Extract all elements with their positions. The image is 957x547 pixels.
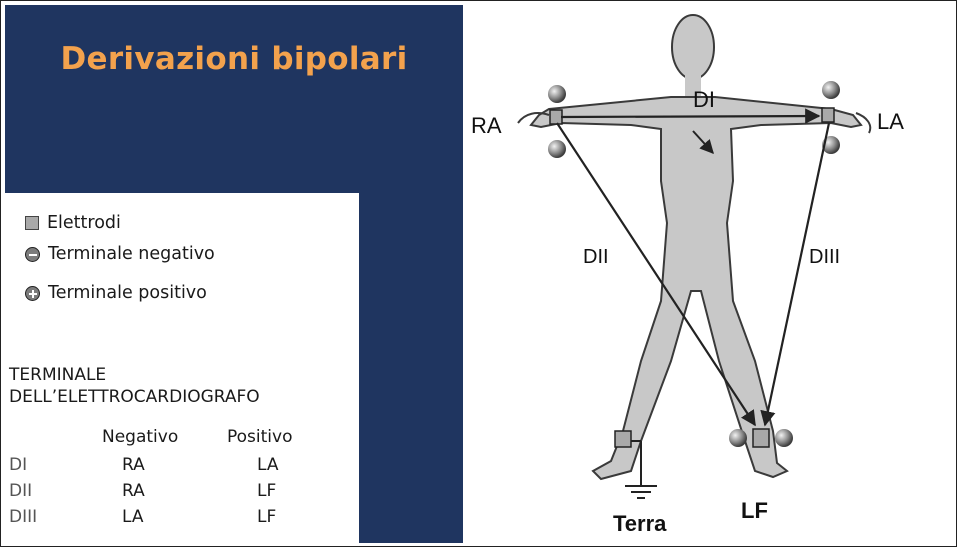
label-ground: Terra (613, 511, 667, 536)
electrode-ra (550, 110, 562, 124)
label-lead-di: DI (693, 87, 715, 112)
table-cell-negative: RA (122, 455, 145, 475)
lead-di-arrow (561, 116, 819, 117)
legend-panel: Elettrodi Terminale negativo Terminale p… (5, 193, 359, 543)
positive-terminal-icon (25, 286, 40, 301)
legend-label: Terminale negativo (48, 244, 215, 264)
table-cell-negative: LA (122, 507, 144, 527)
legend-item-positive: Terminale positivo (25, 283, 207, 303)
label-lf: LF (741, 498, 768, 523)
legend-item-negative: Terminale negativo (25, 244, 215, 264)
table-row-lead: DIII (9, 507, 37, 527)
column-header-positive: Positivo (227, 427, 292, 447)
table-cell-positive: LA (257, 455, 279, 475)
electrode-lf (753, 429, 769, 447)
label-la: LA (877, 109, 904, 134)
electrode-square-icon (25, 216, 39, 230)
terminal-ball-icon (729, 429, 747, 447)
label-lead-dii: DII (583, 246, 609, 268)
table-row-lead: DII (9, 481, 32, 501)
table-cell-positive: LF (257, 507, 276, 527)
einthoven-triangle-diagram: RA LA DI DII DIII LF Terra (463, 5, 953, 543)
legend-label: Elettrodi (47, 213, 121, 233)
label-ra: RA (471, 113, 502, 138)
table-cell-negative: RA (122, 481, 145, 501)
table-heading-line2: DELL’ELETTROCARDIOGRAFO (9, 387, 260, 407)
legend-item-electrodes: Elettrodi (25, 213, 121, 233)
table-cell-positive: LF (257, 481, 276, 501)
terminal-ball-icon (775, 429, 793, 447)
terminal-ball-icon (548, 85, 566, 103)
electrode-ground (615, 431, 631, 447)
lead-diii-arrow (765, 123, 829, 425)
electrode-la (822, 108, 834, 122)
column-header-negative: Negativo (102, 427, 178, 447)
terminal-ball-icon (822, 81, 840, 99)
table-row-lead: DI (9, 455, 27, 475)
slide-title: Derivazioni bipolari (5, 41, 463, 77)
negative-terminal-icon (25, 247, 40, 262)
legend-label: Terminale positivo (48, 283, 207, 303)
terminal-ball-icon (548, 140, 566, 158)
label-lead-diii: DIII (809, 246, 840, 268)
table-heading-line1: TERMINALE (9, 365, 106, 385)
